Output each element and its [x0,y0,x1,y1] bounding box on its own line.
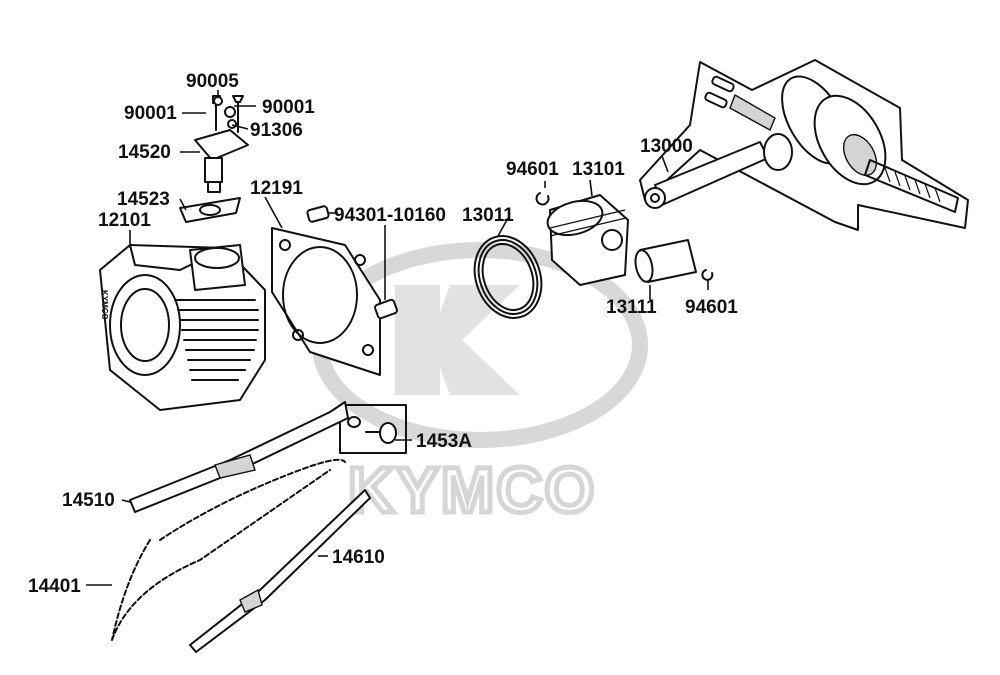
piston-pin [634,239,714,283]
kymco-watermark: KYMCO [312,242,648,529]
label-14510: 14510 [62,490,115,511]
watermark-logo-text: KYMCO [348,454,596,526]
label-14610: 14610 [332,547,385,568]
label-90005: 90005 [186,71,239,92]
label-14401: 14401 [28,576,81,597]
chain-tensioner-guide [129,401,349,513]
piston-rings [473,235,543,319]
label-12101: 12101 [98,210,151,231]
cylinder-gasket [271,227,381,376]
chain-guide [189,489,371,653]
label-90001-left: 90001 [124,103,177,124]
label-13101: 13101 [572,159,625,180]
label-13000: 13000 [640,136,693,157]
label-12191: 12191 [250,178,303,199]
cam-chain-tensioner [179,95,249,223]
label-91306: 91306 [250,120,303,141]
piston [535,192,629,286]
label-94301-10160: 94301-10160 [334,205,446,226]
label-13111: 13111 [606,297,657,318]
label-90001-right: 90001 [262,97,315,118]
label-14520: 14520 [118,142,171,163]
tensioner-bolt-box [339,404,407,454]
cylinder-embossed-text: KYMCO [100,290,109,320]
cam-chain [111,458,346,641]
dowel-pins [306,205,398,320]
label-1453A: 1453A [416,431,472,452]
label-14523: 14523 [117,189,170,210]
part-labels: 90005 90001 90001 91306 14520 14523 1219… [28,71,738,597]
cylinder-block: KYMCO [99,244,266,411]
label-13011: 13011 [462,205,514,226]
crankshaft-assembly [639,59,969,231]
label-94601-bottom: 94601 [685,297,738,318]
label-94601-top: 94601 [506,159,559,180]
leader-lines [86,90,709,586]
